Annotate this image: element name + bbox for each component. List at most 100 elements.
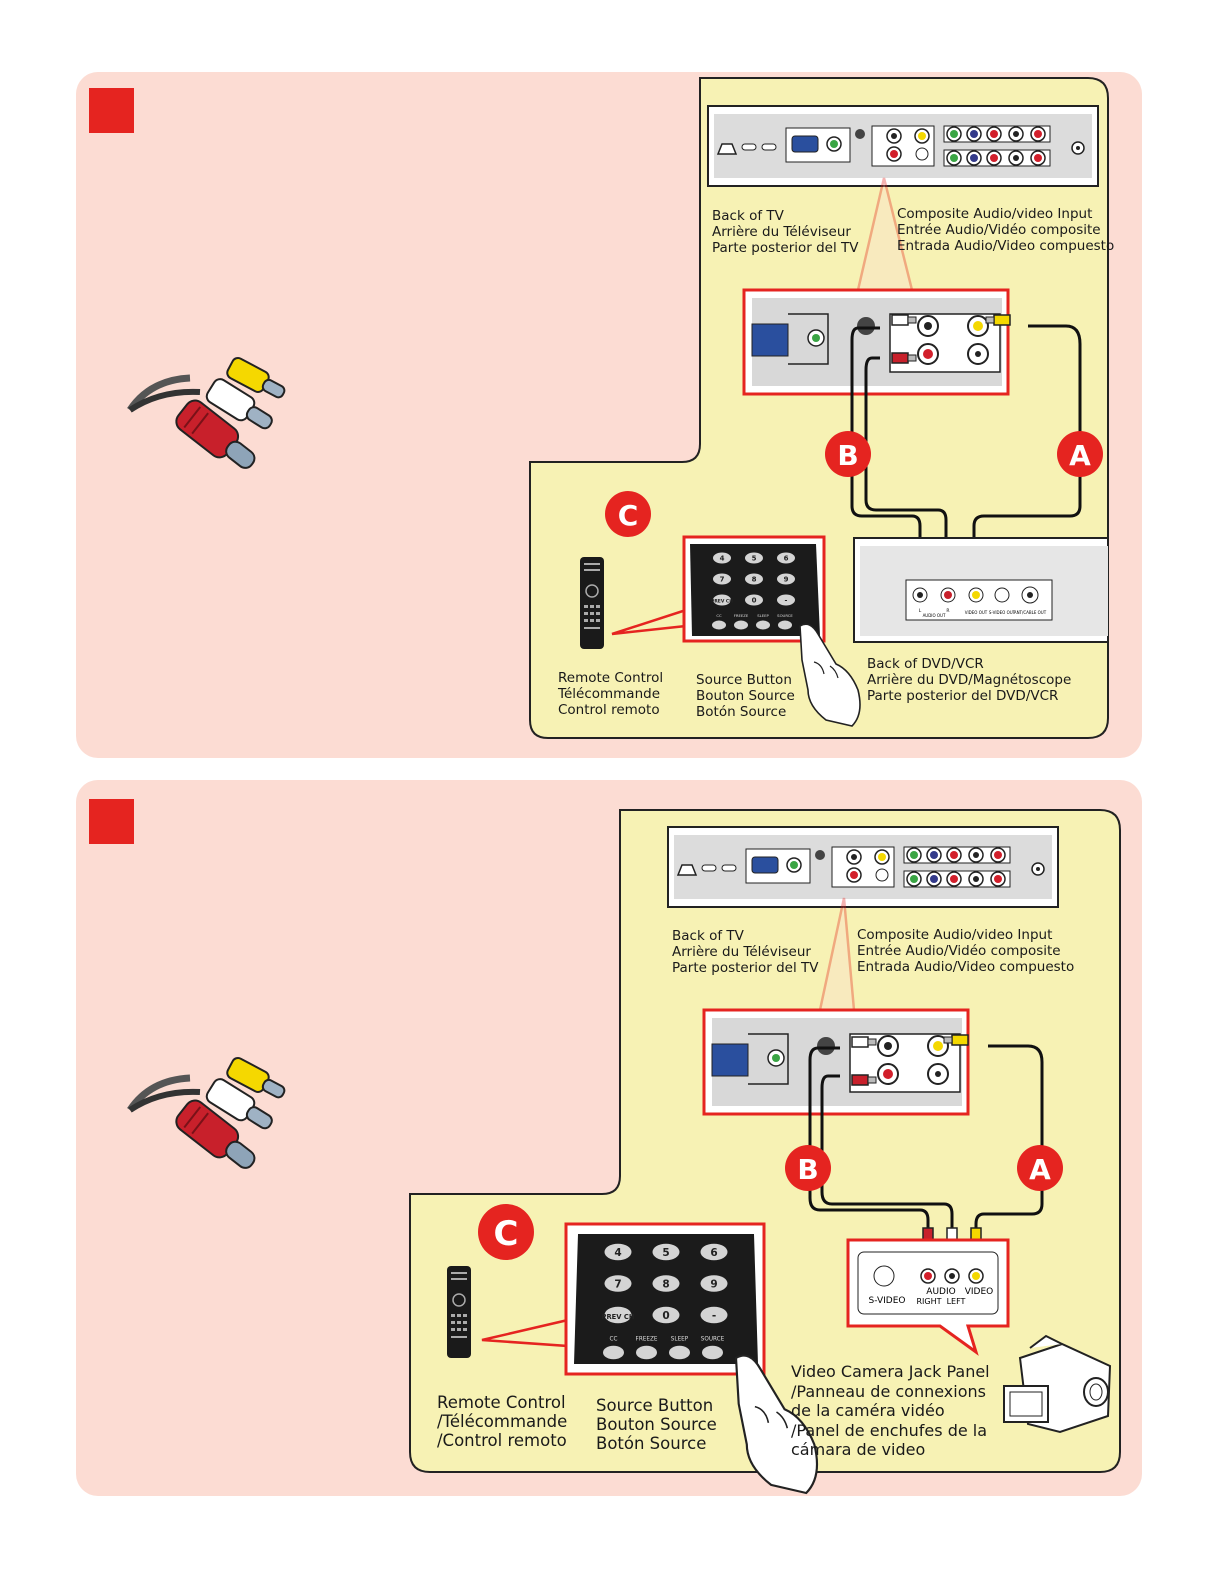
keypad-key[interactable]	[604, 1275, 632, 1292]
dvd-antenna-out-label: ANT/CABLE OUT	[1014, 610, 1047, 615]
camcorder-icon	[1003, 1334, 1112, 1434]
keypad-function-label: SLEEP	[757, 613, 769, 618]
keypad-function-key[interactable]	[603, 1345, 624, 1360]
step-marker-2	[89, 799, 134, 844]
keypad-key[interactable]	[745, 594, 763, 606]
keypad-function-key[interactable]	[669, 1345, 690, 1360]
tv-back-strip-1	[708, 106, 1098, 186]
svg-text:C: C	[494, 1214, 519, 1254]
keypad-key[interactable]	[700, 1306, 728, 1324]
keypad-function-label: CC	[610, 1337, 618, 1343]
tv-back-strip-2	[668, 827, 1058, 907]
keypad-key[interactable]	[652, 1306, 680, 1324]
badge-c-1: C	[605, 491, 651, 537]
cable-b-1	[850, 326, 922, 548]
keypad-key[interactable]	[652, 1275, 680, 1292]
camera-left-label: LEFT	[947, 1297, 966, 1306]
keypad-key[interactable]	[713, 594, 731, 606]
keypad-key[interactable]	[713, 573, 731, 585]
keypad-key-label: 8	[662, 1278, 669, 1290]
remote-icon-1	[579, 556, 605, 650]
badge-c-2: C	[478, 1204, 534, 1260]
camera-svideo-label: S-VIDEO	[869, 1296, 906, 1306]
keypad-key-label: 0	[662, 1310, 669, 1322]
keypad-key[interactable]	[745, 552, 763, 564]
keypad-key[interactable]	[604, 1243, 632, 1261]
svg-text:B: B	[797, 1153, 818, 1186]
dvd-back-panel: L R AUDIO OUT VIDEO OUT S-VIDEO OUT ANT/…	[853, 537, 1109, 643]
badge-a-2: A	[1017, 1145, 1063, 1191]
camera-panel-label: Video Camera Jack Panel/Panneau de conne…	[791, 1362, 990, 1459]
dvd-l-label: L	[919, 608, 922, 614]
camera-audio-label: AUDIO	[926, 1287, 955, 1297]
badge-a-1: A	[1057, 431, 1103, 477]
keypad-function-label: FREEZE	[636, 1337, 658, 1343]
keypad-key[interactable]	[745, 573, 763, 585]
keypad-key-label: -	[712, 1310, 716, 1322]
keypad-key-label: 5	[752, 555, 757, 563]
keypad-function-key[interactable]	[734, 620, 748, 630]
keypad-key-label: 0	[752, 597, 757, 605]
keypad-function-label: SLEEP	[671, 1337, 689, 1343]
keypad-key[interactable]	[777, 552, 795, 564]
dvd-video-out-label: VIDEO OUT	[965, 610, 988, 615]
zoom-jack-panel-2	[702, 1008, 970, 1116]
svg-text:A: A	[1029, 1153, 1051, 1186]
keypad-key[interactable]	[713, 552, 731, 564]
keypad-function-label: SOURCE	[777, 613, 793, 618]
remote-icon-2	[446, 1265, 472, 1359]
keypad-key-label: 8	[752, 576, 757, 584]
svg-text:B: B	[837, 439, 858, 472]
keypad-function-label: SOURCE	[701, 1337, 725, 1343]
keypad-key[interactable]	[777, 573, 795, 585]
keypad-key-label: PREV CH	[711, 599, 733, 605]
keypad-key-label: 5	[662, 1247, 669, 1259]
badge-b-2: B	[785, 1145, 831, 1191]
keypad-key-label: 4	[614, 1247, 621, 1259]
keypad-function-label: CC	[716, 613, 722, 618]
keypad-key-label: 7	[614, 1278, 621, 1290]
keypad-key-label: -	[785, 597, 788, 605]
camera-right-label: RIGHT	[916, 1297, 941, 1306]
keypad-function-key[interactable]	[712, 620, 726, 630]
keypad-key-label: 6	[784, 555, 789, 563]
keypad-function-key[interactable]	[778, 620, 792, 630]
cable-a-1	[972, 324, 1082, 548]
remote-control-label-2: Remote Control/Télécommande/Control remo…	[437, 1393, 568, 1450]
dvd-audio-out-label: AUDIO OUT	[923, 613, 946, 618]
camera-video-label: VIDEO	[965, 1287, 994, 1297]
keypad-key[interactable]	[700, 1275, 728, 1292]
camera-jack-panel: S-VIDEO AUDIO RIGHT LEFT VIDEO	[846, 1238, 1010, 1356]
av-cable-icon	[130, 356, 288, 478]
keypad-key-label: 6	[710, 1247, 717, 1259]
keypad-key-label: 7	[720, 576, 725, 584]
svg-text:C: C	[618, 499, 639, 532]
keypad-key-label: PREV CH	[602, 1313, 635, 1321]
step-marker-1	[89, 88, 134, 133]
keypad-key[interactable]	[700, 1243, 728, 1261]
av-cable-icon-2	[130, 1056, 288, 1178]
keypad-function-label: FREEZE	[734, 613, 749, 618]
dvd-r-label: R	[946, 608, 949, 614]
dvd-svideo-out-label: S-VIDEO OUT	[989, 610, 1016, 615]
keypad-key[interactable]	[777, 594, 795, 606]
keypad-key-label: 9	[710, 1278, 717, 1290]
keypad-function-key[interactable]	[636, 1345, 657, 1360]
zoom-jack-panel-1	[742, 288, 1010, 396]
keypad-key[interactable]	[604, 1306, 632, 1324]
keypad-function-key[interactable]	[756, 620, 770, 630]
keypad-key[interactable]	[652, 1243, 680, 1261]
keypad-function-key[interactable]	[702, 1345, 723, 1360]
svg-text:A: A	[1069, 439, 1091, 472]
